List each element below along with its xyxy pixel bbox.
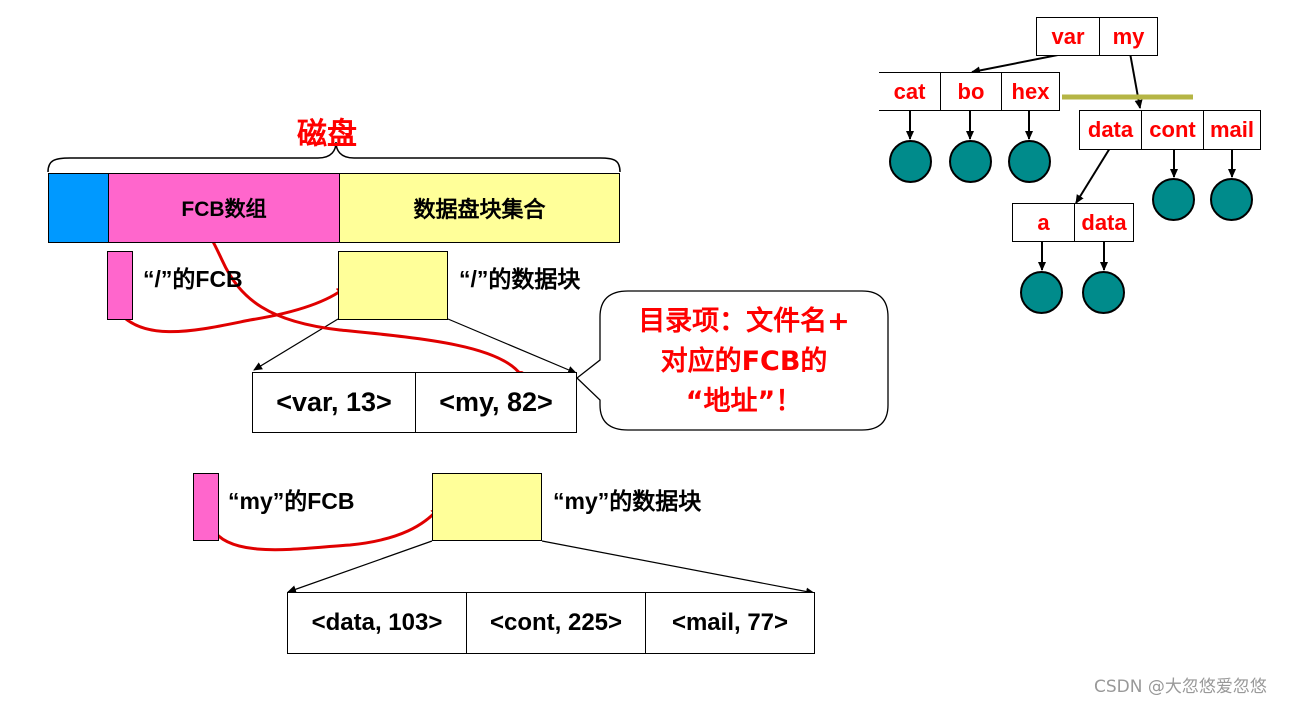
tree-cell-a: a [1012,203,1075,242]
leaf-node [949,140,992,183]
tree-data-row: a data [1012,203,1134,242]
root-data-block [338,251,448,320]
my-data-block [432,473,542,541]
disk-fcb-segment: FCB数组 [109,174,340,242]
tree-cell-var: var [1036,17,1100,56]
disk-title: 磁盘 [297,117,357,152]
disk-brace [47,141,621,173]
tree-cell-mail: mail [1204,110,1261,150]
callout-line1: 目录项：文件名+ [638,306,850,337]
tree-my-row: data cont mail [1079,110,1261,150]
my-fcb-label: “my”的FCB [228,488,355,514]
leaf-node [889,140,932,183]
tree-cell-data: data [1079,110,1142,150]
my-fan-left [287,540,433,594]
my-fcb-pointer [210,505,442,552]
root-entries-table: <var, 13> <my, 82> [252,372,577,433]
root-entry-var: <var, 13> [276,387,392,417]
leaf-node [1020,271,1063,314]
tree-cell-bo: bo [941,72,1002,111]
my-entry-data: <data, 103> [311,609,443,636]
tree-cell-cont: cont [1142,110,1204,150]
disk-boot-segment [49,174,109,242]
my-fan-right [541,540,815,596]
callout-text: 目录项：文件名+ 对应的FCB的 “地址”！ [600,302,888,422]
tree-var-row: cat bo hex [879,72,1060,111]
tree-root-row: var my [1036,17,1158,56]
my-entry-cont: <cont, 225> [489,609,623,636]
root-fcb-box [107,251,133,320]
root-entry-cell: <var, 13> [252,372,416,433]
root-fan-right [447,318,577,374]
leaf-node [1082,271,1125,314]
tree-cell-data-sub: data [1075,203,1134,242]
leaf-node [1008,140,1051,183]
disk-bar: FCB数组 数据盘块集合 [48,173,620,243]
my-fcb-box [193,473,219,541]
leaf-node [1152,178,1195,221]
tree-var-line [971,52,1069,75]
callout-line3: “地址”！ [685,386,803,417]
watermark: CSDN @大忽悠爱忽悠 [1094,677,1267,697]
my-entry-cell: <data, 103> [287,592,467,654]
my-entry-cell: <cont, 225> [467,592,646,654]
fcb-array-label: FCB数组 [181,198,267,221]
my-entry-mail: <mail, 77> [671,609,789,636]
root-entry-cell: <my, 82> [416,372,577,433]
root-block-label: “/”的数据块 [459,266,581,292]
tree-cell-hex: hex [1002,72,1060,111]
tree-my-line [1129,52,1143,109]
callout-line2: 对应的FCB的 [660,346,828,377]
root-entry-my: <my, 82> [439,387,553,417]
my-entries-table: <data, 103> <cont, 225> <mail, 77> [287,592,815,654]
disk-data-segment: 数据盘块集合 [340,174,619,242]
my-block-label: “my”的数据块 [553,488,702,514]
my-entry-pointer [201,222,523,376]
leaf-node [1210,178,1253,221]
my-entry-cell: <mail, 77> [646,592,815,654]
tree-cell-my: my [1100,17,1158,56]
data-blocks-label: 数据盘块集合 [413,197,546,222]
root-fcb-pointer [114,285,348,334]
tree-cell-cat: cat [879,72,941,111]
root-fcb-label: “/”的FCB [143,266,243,292]
callout-bubble [576,290,889,431]
